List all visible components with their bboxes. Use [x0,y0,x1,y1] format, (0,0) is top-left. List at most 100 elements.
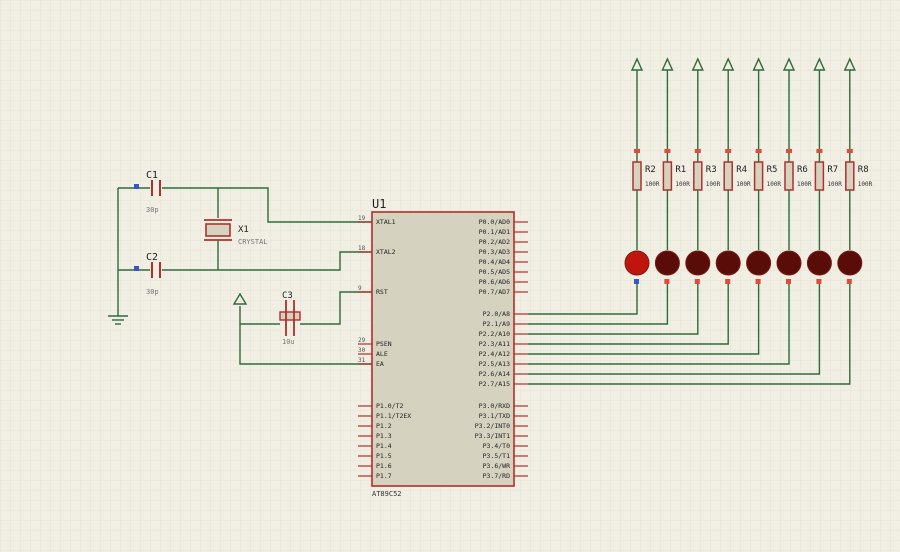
capacitor-c3: C3 10u [279,291,301,346]
resistor-ref-label: R4 [736,165,747,175]
mcu-pin-name: XTAL1 [376,218,396,226]
pin-marker [725,149,732,153]
resistor-body [814,161,825,191]
resistor-body [662,161,673,191]
mcu-pin-name: P1.4 [376,442,392,450]
c2-ref-label: C2 [146,252,158,263]
wire [528,284,638,315]
resistor-ref-label: R6 [797,165,808,175]
c3-value-label: 10u [282,338,295,346]
resistor-value-label: 100R [767,181,782,188]
p0-pin-name: P0.2/AD2 [479,238,510,246]
wire [528,284,821,375]
p2-pin-name: P2.5/A13 [479,360,510,368]
wire [528,284,669,325]
resistor-value-label: 100R [706,181,721,188]
led-array: R2100RR1100RR3100RR4100RR5100RR6100RR710… [528,57,873,385]
pin-marker [664,149,671,153]
p3-pin-name: P3.6/WR [483,462,510,470]
resistor-body [723,161,733,191]
resistor-value-label: 100R [858,181,873,188]
crystal-x1: X1 CRYSTAL [204,219,268,246]
p0-pin-name: P0.3/AD3 [479,248,510,256]
p0-pin-name: P0.4/AD4 [479,258,510,266]
mcu-pin-name: P1.7 [376,472,392,480]
p3-pin-name: P3.0/RXD [479,402,510,410]
resistor-ref-label: R1 [675,165,686,175]
x1-ref-label: X1 [238,225,249,235]
pin-marker [755,149,762,153]
mcu-pin-name: P1.2 [376,422,392,430]
led-pin-marker [786,279,791,284]
led-off [806,250,832,276]
c1-value-label: 30p [146,206,159,214]
p0-pin-name: P0.6/AD6 [479,278,510,286]
c1-ref-label: C1 [146,170,158,181]
mcu-pin-name: P1.1/T2EX [376,412,411,420]
resistor-value-label: 100R [797,181,812,188]
pin-marker [634,149,640,153]
p2-pin-name: P2.3/A11 [479,340,510,348]
p2-pin-name: P2.0/A8 [483,310,510,318]
mcu-pin-name: EA [376,360,384,368]
mcu-pin-number: 18 [358,245,366,252]
mcu-pin-name: P1.0/T2 [376,402,403,410]
led-off [715,250,741,276]
mcu-pin-number: 29 [358,337,366,344]
pin-marker [694,149,701,153]
mcu-pin-name: RST [376,288,388,296]
mcu-pin-name: ALE [376,350,388,358]
resistor-ref-label: R2 [645,165,656,175]
ground-icon [108,312,128,325]
mcu-body [371,211,515,487]
mcu-pin-number: 30 [358,347,366,354]
p3-pin-name: P3.4/T0 [483,442,510,450]
wire [528,284,699,335]
resistor-ref-label: R5 [767,165,778,175]
mcu-part-label: AT89C52 [372,490,402,498]
led-pin-marker [725,279,731,284]
mcu-pin-name: PSEN [376,340,392,348]
resistor-body [753,161,764,191]
pin-marker [786,149,792,153]
p3-pin-name: P3.2/INT0 [475,422,510,430]
wire [528,284,790,365]
p3-pin-name: P3.1/TXD [479,412,510,420]
p2-pin-name: P2.7/A15 [479,380,510,388]
p0-pin-name: P0.5/AD5 [479,268,510,276]
resistor-ref-label: R7 [827,165,838,175]
led-pin-marker [755,279,761,284]
led-off [746,250,772,276]
led-off [654,250,680,276]
resistor-ref-label: R8 [858,165,869,175]
wire [528,284,851,385]
p0-pin-name: P0.0/AD0 [479,218,510,226]
led-lit [624,250,650,276]
resistor-value-label: 100R [675,181,690,188]
pin-marker [816,149,823,153]
led-off [776,250,802,276]
led-off [685,250,711,276]
p2-pin-name: P2.1/A9 [483,320,510,328]
mcu-pin-name: XTAL2 [376,248,396,256]
mcu-pin-name: P1.6 [376,462,392,470]
p2-pin-name: P2.4/A12 [479,350,510,358]
p3-pin-name: P3.3/INT1 [475,432,510,440]
mcu-pin-name: P1.3 [376,432,392,440]
resistor-body [632,161,642,191]
capacitor-c2: C2 30p [134,252,161,296]
led-pin-marker [816,279,822,284]
oscillator-section [117,187,372,365]
led-pin-marker [664,279,670,284]
c2-value-label: 30p [146,288,159,296]
power-arrow-icon [232,292,248,305]
c3-ref-label: C3 [282,291,293,301]
wire [528,284,760,355]
led-pin-marker [634,279,639,284]
resistor-ref-label: R3 [706,165,717,175]
resistor-body [845,161,855,191]
p3-pin-name: P3.7/RD [483,472,510,480]
mcu-ref-label: U1 [372,197,386,211]
